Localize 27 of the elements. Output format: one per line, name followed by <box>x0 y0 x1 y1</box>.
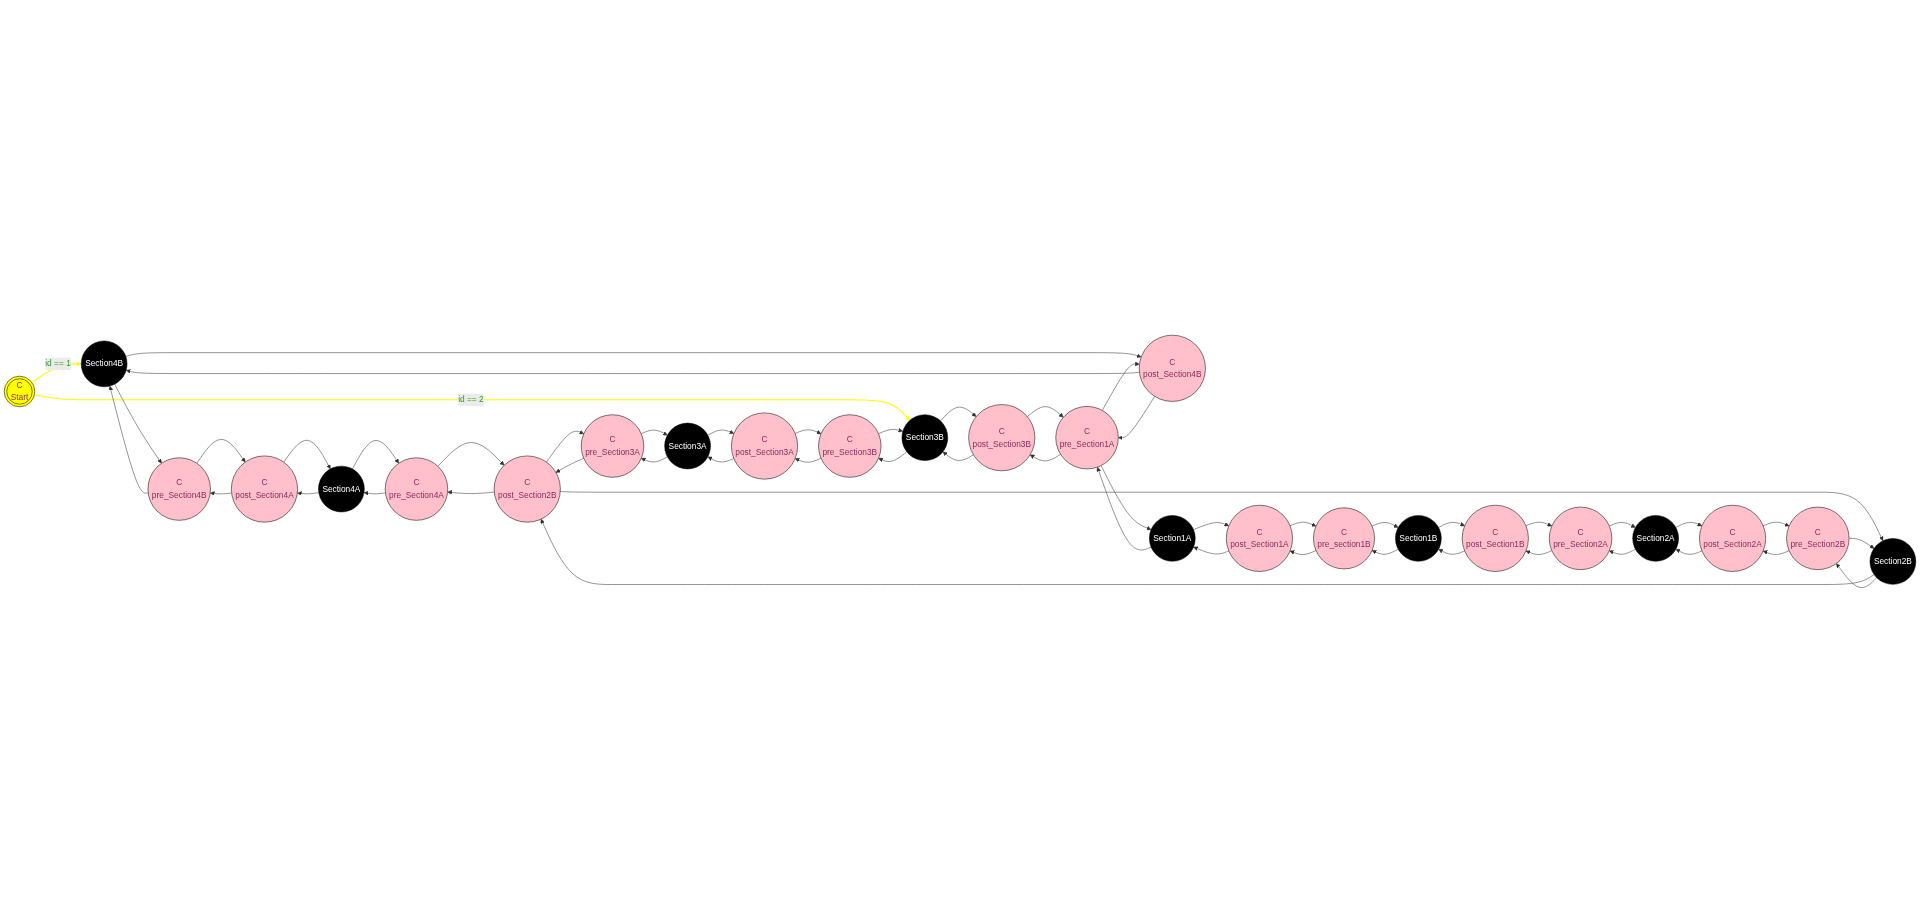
node-circle: C pre_section1B <box>1313 507 1375 570</box>
node-circle: C pre_Section3B <box>818 414 882 478</box>
node-circle: Section1A <box>1149 515 1196 562</box>
node-circle: C pre_Section1A <box>1055 406 1119 470</box>
node-circle: C pre_Section3A <box>581 414 645 478</box>
node-circle: C pre_Section4B <box>147 457 211 521</box>
node-circle: Section1B <box>1395 515 1442 562</box>
node-circle: C post_Section2A <box>1699 505 1766 572</box>
node-circle: C post_Section1A <box>1226 505 1293 572</box>
node-circle: C post_Section3B <box>968 404 1036 472</box>
node-circle: C post_Section4B <box>1138 335 1206 402</box>
node-circle: Section4B <box>80 340 128 388</box>
node-circle: C post_Section2B <box>493 455 561 523</box>
node-circle: C post_Section3A <box>731 412 798 480</box>
node-circle: Section3A <box>664 422 711 470</box>
edge-label: id == 2 <box>458 395 484 405</box>
node-circle: C pre_Section4A <box>384 457 448 521</box>
node-circle: C pre_Section2A <box>1549 506 1613 570</box>
node-circle: Section4A <box>318 466 365 513</box>
arrow <box>33 394 910 421</box>
node-circle: Section3B <box>901 414 949 461</box>
node-circle: C post_Section4A <box>231 455 298 523</box>
node-circle: Section2A <box>1632 515 1679 562</box>
edge-label: id == 1 <box>45 359 71 369</box>
node-circle: C pre_Section2B <box>1786 506 1850 570</box>
node-circle: Section2B <box>1869 538 1917 585</box>
node-circle: C post_Section1B <box>1461 505 1529 572</box>
